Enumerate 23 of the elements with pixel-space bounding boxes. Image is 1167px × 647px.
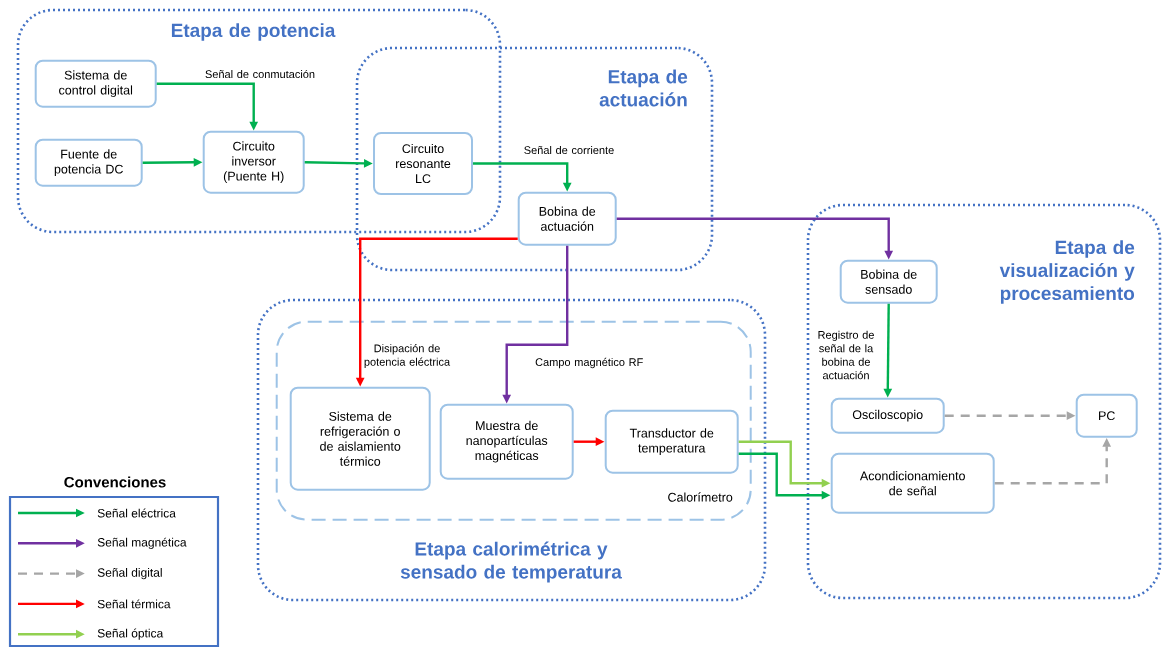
process-box: Bobina de actuación [517, 191, 617, 246]
process-box: Sistema de refrigeración o de aislamiento térmico [289, 386, 431, 491]
process-box: Circuito resonante LC [373, 132, 473, 195]
edge-label: Registro de señal de la bobina de actuación [818, 330, 874, 380]
legend-entry: Señal digital [18, 568, 162, 580]
process-box: Muestra de nanopartículas magnéticas [439, 403, 574, 480]
process-box: Bobina de sensado [839, 259, 938, 304]
legend-title: Convenciones [64, 476, 166, 488]
process-box: Circuito inversor (Puente H) [202, 130, 305, 194]
legend-entry: Señal óptica [18, 628, 164, 640]
process-box: PC [1075, 393, 1138, 438]
edge-label: Señal de conmutación [205, 69, 315, 79]
legend-entry: Señal magnética [18, 537, 187, 549]
process-box: Fuente de potencia DC [34, 138, 143, 187]
process-box: Acondicionamiento de señal [830, 452, 995, 514]
process-box: Osciloscopio [830, 397, 945, 434]
edge-label: Campo magnético RF [535, 357, 643, 369]
legend-entry: Señal eléctrica [18, 508, 176, 518]
process-box: Sistema de control digital [34, 59, 157, 108]
legend-entry: Señal térmica [18, 599, 171, 609]
edge-label: Disipación de potencia eléctrica [364, 344, 451, 368]
process-box: Transductor de temperatura [604, 409, 739, 474]
edge-label: Señal de corriente [524, 145, 614, 155]
